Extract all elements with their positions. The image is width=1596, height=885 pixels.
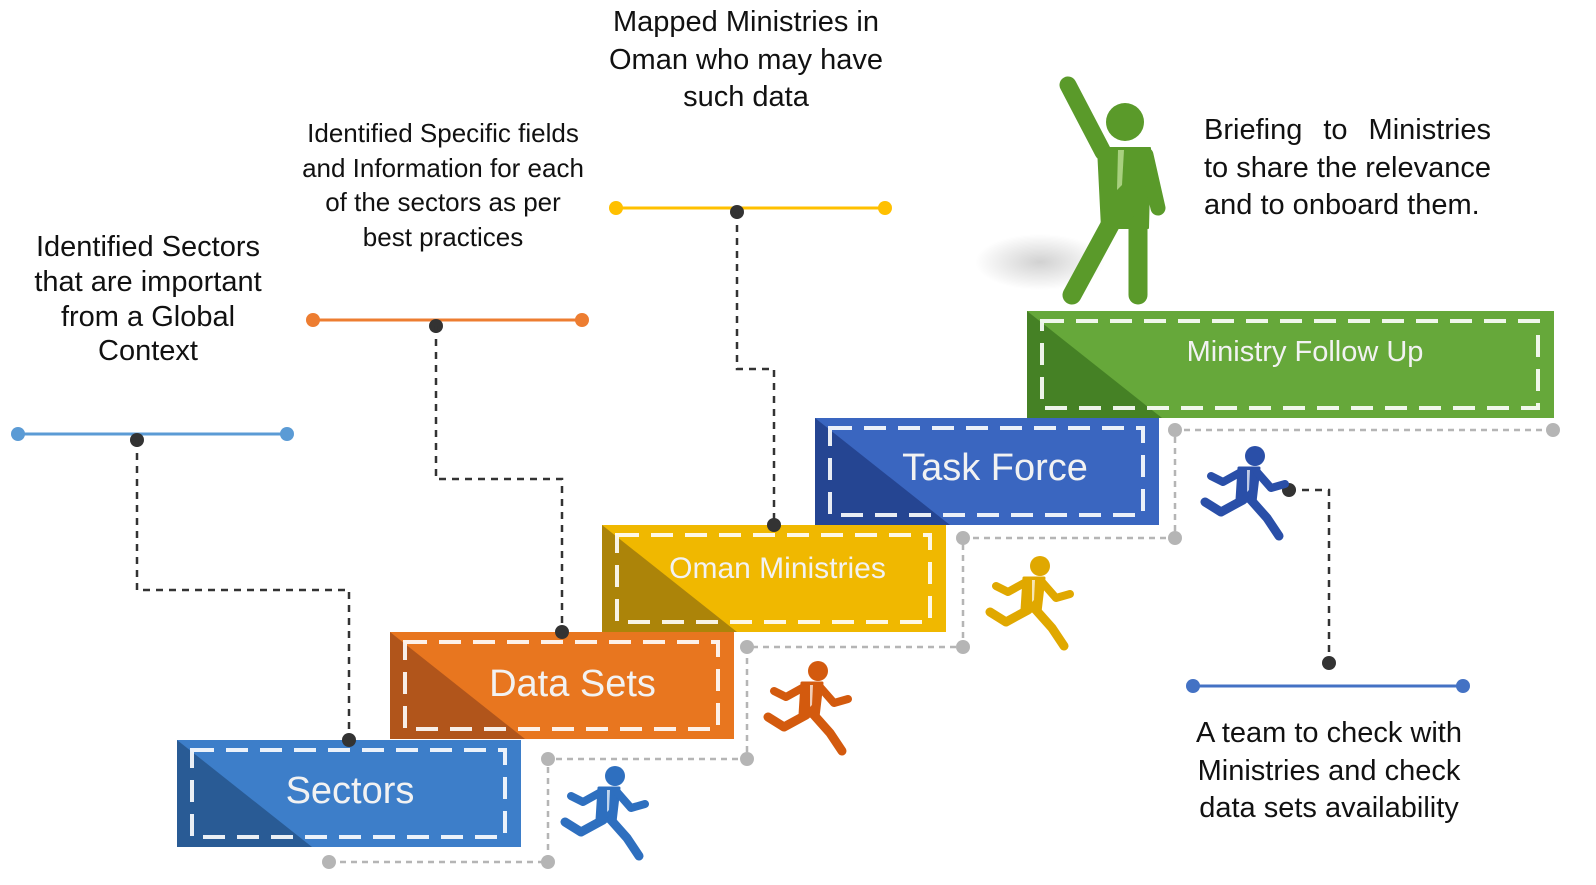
runners-layer: [560, 446, 1289, 861]
steps-layer: [177, 311, 1554, 847]
winner-figure-icon: [975, 76, 1166, 305]
connector-dot: [767, 518, 781, 532]
floor-guides: [329, 428, 1553, 864]
data-sets-timeline: [306, 313, 589, 333]
sectors-description: Identified Sectors that are important fr…: [34, 231, 262, 368]
sectors-timeline: [11, 427, 294, 447]
ministries-description: Mapped Ministries in Oman who may have s…: [608, 6, 883, 114]
follow-up-description: Briefing to Ministries to share the rele…: [1204, 114, 1491, 222]
sectors-connector: [135, 440, 351, 740]
step-ministry-follow-up: [1027, 311, 1554, 418]
step-oman-ministries: [602, 525, 946, 632]
step-task-force-label: Task Force: [902, 447, 1088, 489]
step-data-sets: [390, 632, 734, 739]
step-task-force: [815, 418, 1159, 525]
connector-dot: [342, 733, 356, 747]
task-force-connector: [1289, 488, 1331, 663]
floor-guide-dots: [322, 423, 1560, 869]
step-oman-ministries-label: Oman Ministries: [669, 552, 886, 585]
step-ministry-follow-up-label: Ministry Follow Up: [1186, 336, 1424, 368]
runner-navy-icon: [1200, 446, 1289, 541]
step-data-sets-label: Data Sets: [489, 663, 656, 705]
runner-yellow-icon: [985, 556, 1074, 651]
step-sectors-label: Sectors: [285, 770, 415, 812]
step-sectors: [177, 740, 521, 847]
task-force-description: A team to check with Ministries and chec…: [1196, 717, 1462, 825]
ministries-timeline: [609, 201, 892, 219]
data-sets-description: Identified Specific fields and Informati…: [302, 118, 584, 252]
connector-dot: [555, 625, 569, 639]
data-sets-connector: [434, 326, 564, 632]
runner-blue-icon: [560, 766, 649, 861]
runner-orange-icon: [763, 661, 852, 756]
ministries-connector: [735, 212, 776, 525]
dashed-connectors: [135, 212, 1331, 740]
